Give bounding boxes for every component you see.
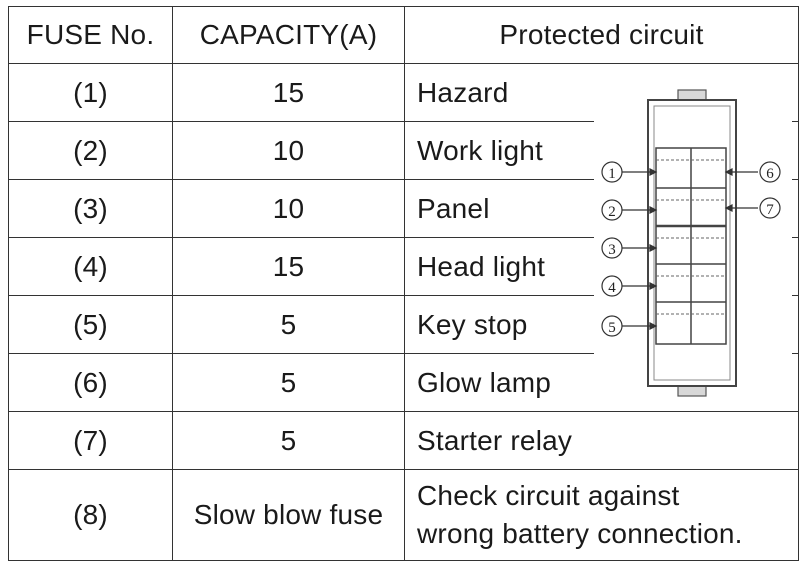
header-fuse-no: FUSE No. <box>8 6 173 64</box>
protected-circuit: Check circuit against wrong battery conn… <box>404 469 799 561</box>
fuse-number: (3) <box>8 179 173 238</box>
callout-3-label: 3 <box>608 242 616 258</box>
callout-6-label: 6 <box>766 166 774 182</box>
fuse-capacity: 15 <box>172 237 405 296</box>
fuse-slot-grid <box>655 147 727 345</box>
header-protected-circuit: Protected circuit <box>404 6 799 64</box>
callout-5-label: 5 <box>608 320 616 336</box>
table-row: (7) 5 Starter relay <box>8 411 799 470</box>
fuse-number: (5) <box>8 295 173 354</box>
header-row: FUSE No. CAPACITY(A) Protected circuit <box>8 6 799 64</box>
callout-4: 4 <box>601 275 623 297</box>
table-row: (8) Slow blow fuse Check circuit against… <box>8 469 799 561</box>
callout-4-label: 4 <box>608 280 616 296</box>
left-callout-leaders <box>622 168 658 330</box>
fuse-capacity: Slow blow fuse <box>172 469 405 561</box>
callout-2-label: 2 <box>608 204 616 220</box>
fuse-capacity: 15 <box>172 63 405 122</box>
callout-3: 3 <box>601 237 623 259</box>
fuse-capacity: 10 <box>172 179 405 238</box>
fuse-capacity: 5 <box>172 295 405 354</box>
callout-1: 1 <box>601 161 623 183</box>
callout-2: 2 <box>601 199 623 221</box>
fuse-number: (6) <box>8 353 173 412</box>
fuse-box-diagram: 1 2 3 4 5 6 7 <box>594 88 792 406</box>
right-callout-leaders <box>724 168 758 212</box>
callout-7: 7 <box>759 197 781 219</box>
fuse-number: (1) <box>8 63 173 122</box>
fuse-box-inner-frame <box>653 105 731 381</box>
fuse-box-housing <box>647 99 737 387</box>
fuse-capacity: 5 <box>172 411 405 470</box>
header-capacity: CAPACITY(A) <box>172 6 405 64</box>
callout-1-label: 1 <box>608 166 616 182</box>
callout-5: 5 <box>601 315 623 337</box>
fuse-slot-dividers <box>656 159 726 315</box>
fuse-capacity: 10 <box>172 121 405 180</box>
fuse-capacity: 5 <box>172 353 405 412</box>
callout-7-label: 7 <box>766 202 774 218</box>
protected-circuit: Starter relay <box>404 411 799 470</box>
callout-6: 6 <box>759 161 781 183</box>
fuse-number: (2) <box>8 121 173 180</box>
fuse-number: (7) <box>8 411 173 470</box>
fuse-number: (8) <box>8 469 173 561</box>
fuse-number: (4) <box>8 237 173 296</box>
